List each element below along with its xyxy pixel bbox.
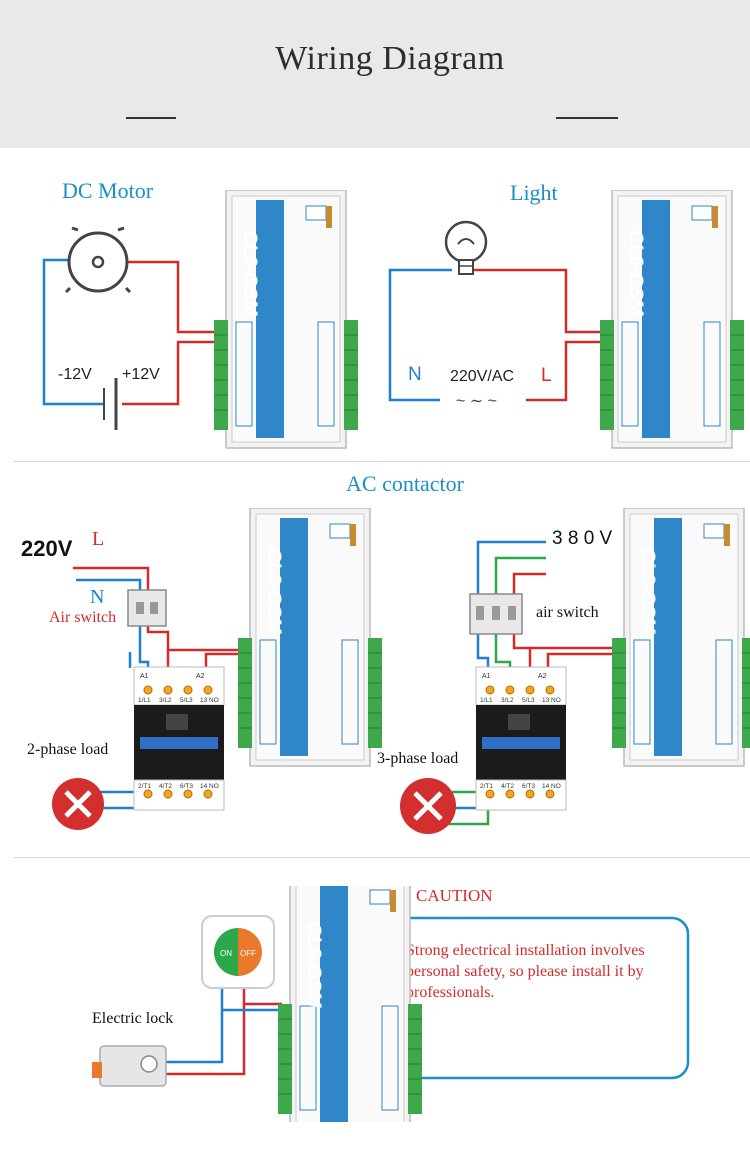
controller-model: CL8-GSM bbox=[239, 230, 260, 316]
motor-wire-red-1 bbox=[128, 260, 216, 334]
light-title: Light bbox=[510, 180, 558, 205]
svg-text:3/L2: 3/L2 bbox=[159, 697, 172, 704]
svg-text:4/T2: 4/T2 bbox=[159, 783, 172, 790]
left-air-switch bbox=[127, 589, 167, 627]
light-l-label: L bbox=[541, 365, 552, 386]
left-load-symbol bbox=[52, 778, 104, 830]
light-supply-label: 220V/AC bbox=[450, 368, 514, 385]
left-a2: A2 bbox=[196, 673, 205, 680]
page-title: Wiring Diagram bbox=[275, 40, 505, 77]
header-band bbox=[0, 0, 750, 148]
svg-text:A1: A1 bbox=[482, 673, 491, 680]
controller-dc-motor: CL8-GSM bbox=[214, 190, 366, 452]
svg-text:4/T2: 4/T2 bbox=[501, 783, 514, 790]
motor-wire-blue bbox=[42, 258, 104, 406]
motor-wire-red-2 bbox=[122, 340, 216, 406]
title-rule-right bbox=[556, 117, 618, 119]
switch-on-label: ON bbox=[220, 949, 232, 958]
light-wire-red-1 bbox=[474, 268, 602, 334]
right-air-switch bbox=[469, 593, 523, 635]
svg-text:A2: A2 bbox=[538, 673, 547, 680]
voltage-380v: 3 8 0 V bbox=[552, 528, 613, 549]
right-load-symbol bbox=[400, 778, 456, 834]
controller-ac-left: CL8-GSM bbox=[238, 508, 390, 770]
light-wire-red-2 bbox=[526, 340, 602, 402]
svg-text:3/L2: 3/L2 bbox=[501, 697, 514, 704]
pos-12v-label: +12V bbox=[122, 366, 160, 383]
voltage-220v: 220V bbox=[21, 536, 73, 561]
svg-text:1/L1: 1/L1 bbox=[138, 697, 151, 704]
title-rule-left bbox=[126, 117, 176, 119]
battery-symbol bbox=[103, 378, 118, 430]
svg-text:1/L1: 1/L1 bbox=[480, 697, 493, 704]
bulb-symbol bbox=[444, 220, 488, 275]
electric-lock-symbol bbox=[92, 1045, 167, 1087]
neg-12v-label: -12V bbox=[58, 366, 92, 383]
right-air-switch-label: air switch bbox=[536, 604, 599, 621]
dc-motor-title: DC Motor bbox=[62, 178, 154, 203]
svg-text:5/L3: 5/L3 bbox=[180, 697, 193, 704]
on-off-switch: ON OFF bbox=[201, 915, 275, 989]
electric-lock-label: Electric lock bbox=[92, 1010, 174, 1027]
svg-text:2/T1: 2/T1 bbox=[480, 783, 493, 790]
ac-contactor-wiring: A1 A2 1/L1 3/L2 5/L3 13 NO 2/T1 4/T2 6/T… bbox=[52, 540, 612, 834]
three-phase-load-label: 3-phase load bbox=[377, 750, 459, 767]
light-n-label: N bbox=[408, 364, 422, 385]
controller-ac-right: CL8-GSM bbox=[612, 508, 750, 770]
left-contactor: A1 A2 1/L1 3/L2 5/L3 13 NO 2/T1 4/T2 6/T… bbox=[133, 666, 225, 811]
svg-text:13 NO: 13 NO bbox=[542, 697, 561, 704]
caution-text: Strong electrical installation involves … bbox=[406, 942, 645, 1001]
switch-off-label: OFF bbox=[240, 949, 256, 958]
svg-text:6/T3: 6/T3 bbox=[180, 783, 193, 790]
motor-symbol bbox=[64, 226, 132, 294]
ac-contactor-title: AC contactor bbox=[346, 471, 464, 496]
svg-text:5/L3: 5/L3 bbox=[522, 697, 535, 704]
left-air-switch-label: Air switch bbox=[49, 609, 117, 626]
dc-motor-and-light-wiring: -12V +12V N 220V/AC L ~ ∼ ~ bbox=[42, 220, 602, 430]
caution-title: CAUTION bbox=[416, 886, 493, 905]
controller-light: CL8-GSM bbox=[600, 190, 750, 452]
right-contactor: A1 A2 1/L1 3/L2 5/L3 13 NO 2/T1 4/T2 6/T… bbox=[475, 666, 567, 811]
light-wire-blue bbox=[388, 268, 452, 402]
two-phase-load-label: 2-phase load bbox=[27, 741, 109, 758]
svg-text:13 NO: 13 NO bbox=[200, 697, 219, 704]
left-a1: A1 bbox=[140, 673, 149, 680]
svg-text:14 NO: 14 NO bbox=[542, 783, 561, 790]
divider-1 bbox=[14, 461, 750, 462]
ac-tilde-symbol: ~ ∼ ~ bbox=[456, 393, 497, 410]
controller-lock: CL8-GSM bbox=[278, 886, 430, 1122]
svg-text:14 NO: 14 NO bbox=[200, 783, 219, 790]
left-n-label: N bbox=[90, 586, 105, 608]
electric-lock-wiring: ON OFF bbox=[92, 915, 690, 1087]
divider-2 bbox=[14, 857, 750, 858]
left-l-label: L bbox=[92, 528, 105, 550]
svg-text:6/T3: 6/T3 bbox=[522, 783, 535, 790]
svg-text:2/T1: 2/T1 bbox=[138, 783, 151, 790]
